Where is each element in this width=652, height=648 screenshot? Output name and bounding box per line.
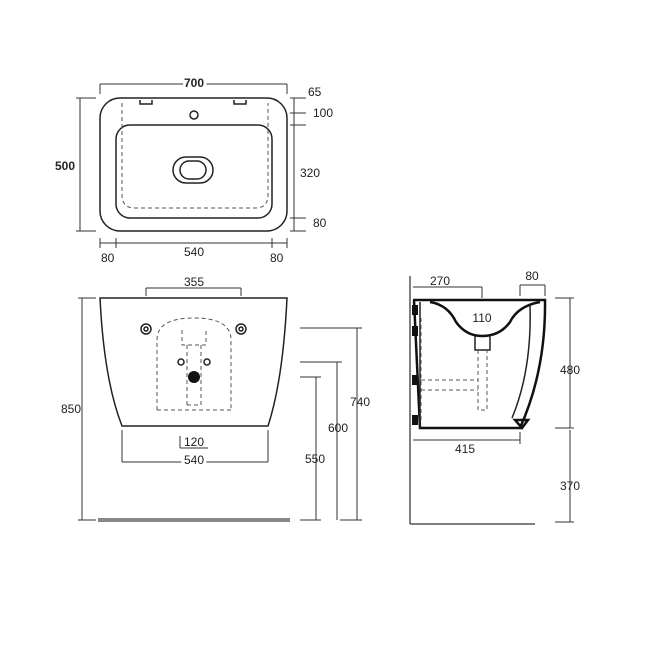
drain-outer xyxy=(172,156,214,184)
fixing-hole-right-icon xyxy=(235,323,247,335)
dim-415: 415 xyxy=(455,442,475,456)
bowl-outline xyxy=(115,124,273,219)
dim-80-left: 80 xyxy=(101,251,115,265)
front-body-outline xyxy=(99,297,288,427)
bowl-dashed-contour xyxy=(121,103,269,209)
side-body-outline xyxy=(412,298,547,430)
waste-outlet-icon xyxy=(188,371,200,383)
dim-600: 600 xyxy=(328,421,348,435)
dim-355: 355 xyxy=(184,275,204,289)
front-view: 355 850 740 600 550 120 540 xyxy=(61,275,370,522)
dim-270: 270 xyxy=(430,274,450,288)
front-siphon-dashed xyxy=(156,317,232,410)
dim-80-side: 80 xyxy=(525,269,539,283)
dim-320: 320 xyxy=(300,166,320,180)
dim-100: 100 xyxy=(313,106,333,120)
fixing-hole-left-icon xyxy=(140,323,152,335)
dim-740: 740 xyxy=(350,395,370,409)
side-view: 270 80 110 480 415 370 xyxy=(409,269,580,525)
side-bowl-cavity xyxy=(429,300,541,338)
dim-80-right: 80 xyxy=(270,251,284,265)
basin-outline xyxy=(99,97,288,232)
dim-width-700: 700 xyxy=(184,76,204,90)
dim-110: 110 xyxy=(472,311,491,325)
drain-inner xyxy=(179,160,207,180)
dim-480: 480 xyxy=(560,363,580,377)
fixing-mark-right xyxy=(233,100,247,105)
tap-hole-icon xyxy=(189,110,199,120)
dim-550: 550 xyxy=(305,452,325,466)
fixing-mark-left xyxy=(139,100,153,105)
dim-65: 65 xyxy=(308,85,322,99)
top-view: 700 500 65 100 320 80 80 540 80 xyxy=(55,73,333,265)
dim-540-top: 540 xyxy=(184,245,204,259)
dim-370: 370 xyxy=(560,479,580,493)
drain-spigot xyxy=(474,336,491,351)
dim-depth-500: 500 xyxy=(55,159,75,173)
dim-120: 120 xyxy=(184,435,204,449)
dim-80-front: 80 xyxy=(313,216,327,230)
dim-540-front: 540 xyxy=(184,453,204,467)
dim-850: 850 xyxy=(61,402,81,416)
side-siphon-dashed xyxy=(477,350,488,411)
